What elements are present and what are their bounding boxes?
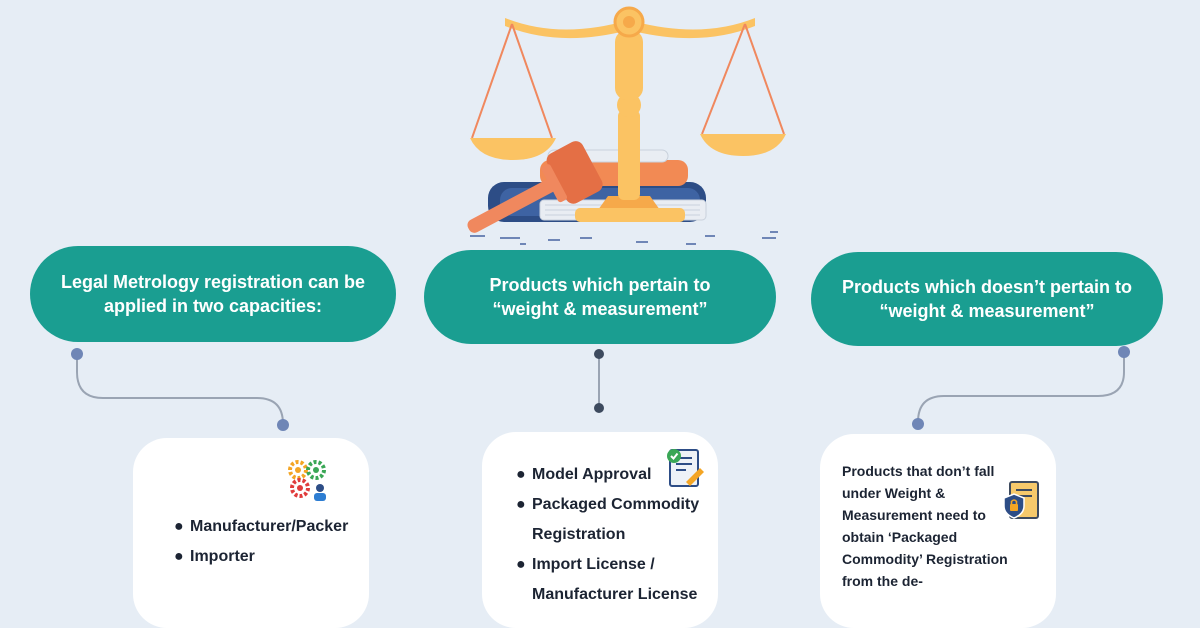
weight-measurement-list: ●Model Approval ●Packaged Commodity Regi… <box>516 460 712 610</box>
secure-document-icon <box>1003 481 1039 519</box>
pill-non-weight-measurement-line2: “weight & measurement” <box>879 301 1095 321</box>
capacities-list: ●Manufacturer/Packer ●Importer <box>174 518 349 578</box>
list-item: ●Manufacturer/Packer <box>174 518 349 535</box>
card-capacities: ●Manufacturer/Packer ●Importer <box>133 438 369 628</box>
connector-left <box>76 354 284 425</box>
connector-lines <box>71 346 1130 431</box>
list-item: ●Packaged Commodity Registration <box>516 496 700 543</box>
pill-non-weight-measurement: Products which doesn’t pertain to “weigh… <box>811 252 1163 346</box>
non-weight-measurement-text: Products that don’t fall under Weight & … <box>842 463 1008 589</box>
gears-person-icon <box>288 460 326 501</box>
pill-capacities: Legal Metrology registration can be appl… <box>30 246 396 342</box>
node-center-top <box>594 349 604 359</box>
card-non-weight-measurement: Products that don’t fall under Weight & … <box>820 434 1056 628</box>
node-center-bottom <box>594 403 604 413</box>
list-item: ●Import License / Manufacturer License <box>516 556 698 603</box>
scales-of-justice-gavel-books-icon <box>467 6 786 245</box>
pill-weight-measurement-line2: “weight & measurement” <box>492 299 708 319</box>
pill-capacities-text: Legal Metrology registration can be appl… <box>60 271 366 316</box>
node-left-bottom <box>277 419 289 431</box>
approved-document-icon <box>667 449 704 487</box>
pill-weight-measurement-line1: Products which pertain to <box>489 274 711 295</box>
pill-non-weight-measurement-line1: Products which doesn’t pertain to <box>841 276 1133 297</box>
node-left-top <box>71 348 83 360</box>
node-right-top <box>1118 346 1130 358</box>
list-item: ●Model Approval <box>516 466 652 483</box>
connector-right <box>917 352 1125 423</box>
card-weight-measurement: ●Model Approval ●Packaged Commodity Regi… <box>482 432 718 628</box>
node-right-bottom <box>912 418 924 430</box>
pill-weight-measurement: Products which pertain to “weight & meas… <box>424 250 776 344</box>
list-item: ●Importer <box>174 548 255 565</box>
